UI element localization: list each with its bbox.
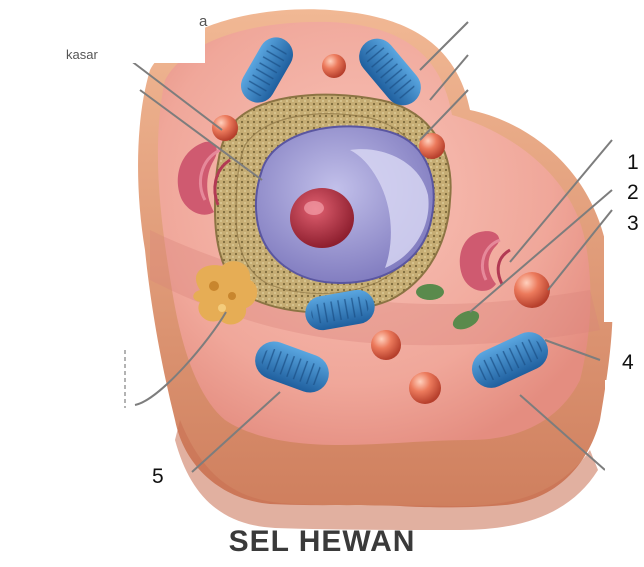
label-3: 3 [627, 213, 639, 234]
label-mask-left-bottom [0, 423, 140, 433]
nucleus [256, 126, 434, 283]
nucleolus [290, 188, 354, 248]
lysosome-upper [416, 284, 444, 300]
label-5: 5 [152, 466, 164, 487]
label-2: 2 [627, 182, 639, 203]
vesicle [322, 54, 346, 78]
label-1: 1 [627, 152, 639, 173]
label-mask-left [0, 325, 127, 423]
fragment-a: a [199, 14, 207, 29]
diagram-title: SEL HEWAN [0, 525, 644, 559]
label-mask-right [604, 232, 644, 322]
vesicle [212, 115, 238, 141]
vesicle [514, 272, 550, 308]
label-mask-right-top [472, 0, 644, 16]
label-mask-top-left [0, 0, 205, 63]
label-mask-right-bottom [605, 380, 644, 470]
label-4: 4 [622, 352, 634, 373]
nucleolus-highlight [304, 201, 324, 215]
vesicle [371, 330, 401, 360]
fragment-kasar: kasar [66, 48, 98, 61]
vesicle [409, 372, 441, 404]
